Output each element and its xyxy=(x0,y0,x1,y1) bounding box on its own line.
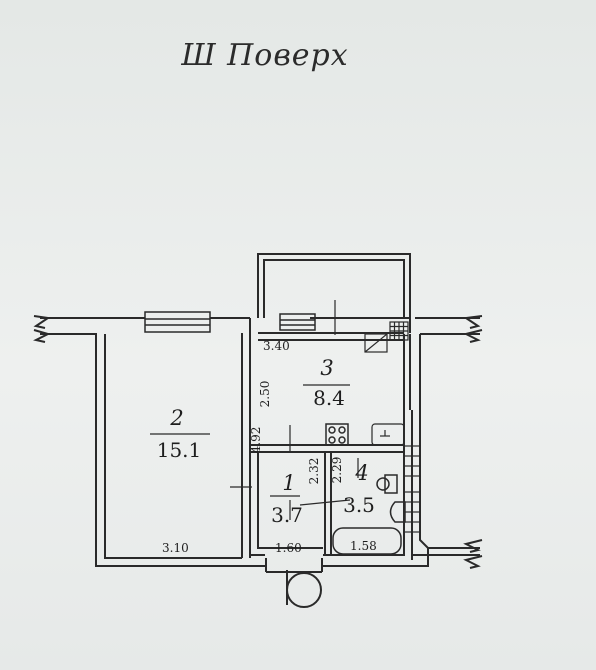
room-4-number: 4 xyxy=(354,461,368,485)
washbasin-icon xyxy=(389,501,406,523)
dim-room1-width: 1.60 xyxy=(275,541,302,555)
dim-room1-depth: 2.32 xyxy=(307,458,321,485)
room-1-number: 1 xyxy=(282,471,295,495)
dim-room2-depth: 4.92 xyxy=(249,427,263,454)
partitions xyxy=(241,332,404,558)
room-4-area: 3.5 xyxy=(343,493,375,517)
duct-shafts xyxy=(403,445,421,533)
dim-room2-width: 3.10 xyxy=(162,541,189,555)
room-3-area: 8.4 xyxy=(313,386,345,410)
balcony xyxy=(257,253,411,318)
entrance xyxy=(265,558,323,608)
boiler-icon xyxy=(364,333,388,353)
room-1-area: 3.7 xyxy=(271,503,303,527)
ventilation-grid xyxy=(389,321,409,341)
outer-walls xyxy=(40,317,480,567)
dim-room4-depth: 2.29 xyxy=(330,457,344,484)
wall-break-marks xyxy=(33,315,483,569)
dim-room3-width: 3.40 xyxy=(263,339,290,353)
dim-room3-depth: 2.50 xyxy=(258,381,272,408)
leader-lines xyxy=(150,300,359,520)
toilet-icon xyxy=(376,474,398,494)
window-room3 xyxy=(279,313,316,331)
floor-title: Ш Поверх xyxy=(181,38,349,73)
room-3-number: 3 xyxy=(320,356,333,380)
stove-icon xyxy=(325,423,349,446)
room-2-area: 15.1 xyxy=(157,438,202,462)
dim-room4-width: 1.58 xyxy=(350,539,377,553)
room-2-number: 2 xyxy=(169,406,183,430)
window-room2 xyxy=(144,311,211,333)
sink-icon xyxy=(371,423,405,446)
bathtub-icon xyxy=(332,527,402,555)
